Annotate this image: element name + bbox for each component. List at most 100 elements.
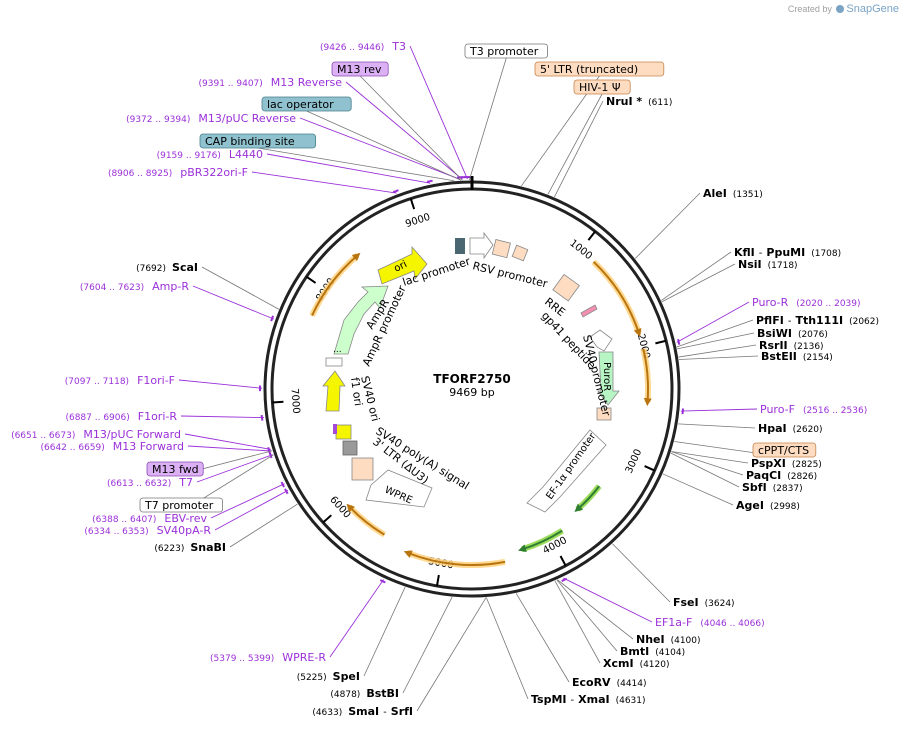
sv40pa-feature[interactable] xyxy=(342,440,358,456)
site-snabi[interactable]: (6223)SnaBI xyxy=(154,541,226,554)
feature-tag-ltr5[interactable]: 5' LTR (truncated) xyxy=(534,61,665,77)
site-bstbi[interactable]: (4878)BstBI xyxy=(330,687,399,700)
leader-line xyxy=(634,192,701,259)
site-paqci[interactable]: PaqCI(2826) xyxy=(746,469,817,482)
created-by-text: Created by xyxy=(787,4,832,14)
feature-tag-t7_promoter[interactable]: T7 promoter xyxy=(139,497,223,513)
rsv-promoter-feature[interactable] xyxy=(469,231,494,260)
primer-f1ori_r[interactable]: (6887 .. 6906)F1ori-R xyxy=(65,410,177,423)
primer-name: M13 Reverse xyxy=(271,76,342,89)
feature-tag-m13_rev_box[interactable]: M13 rev xyxy=(331,61,389,77)
site-spei[interactable]: (5225)SpeI xyxy=(297,670,360,683)
site-hpai[interactable]: HpaI(2620) xyxy=(758,422,823,435)
primer-name: Puro-F xyxy=(760,403,795,416)
feature-tag-text: CAP binding site xyxy=(205,135,295,148)
leader-line xyxy=(402,596,453,694)
site-rsrii[interactable]: RsrII(2136) xyxy=(759,339,824,352)
site-pos: (2136) xyxy=(794,342,824,352)
primer-puro_f[interactable]: Puro-F (2516 .. 2536) xyxy=(760,403,867,416)
site-bsteii[interactable]: BstEII(2154) xyxy=(761,350,833,363)
feature-arc[interactable] xyxy=(518,529,563,553)
primer-name: M13/pUC Forward xyxy=(83,428,181,441)
feature-arc[interactable] xyxy=(311,252,361,317)
site-separator: - xyxy=(383,707,387,718)
site-pspxi[interactable]: PspXI(2825) xyxy=(751,457,822,470)
primer-sv40pa_r[interactable]: (6334 .. 6353)SV40pA-R xyxy=(84,524,211,537)
ampr-feature[interactable] xyxy=(333,285,389,355)
feature-arc[interactable] xyxy=(592,261,642,337)
primer-pos: (9426 .. 9446) xyxy=(320,43,384,53)
site-scai[interactable]: (7692)ScaI xyxy=(136,261,198,274)
f1-ori-feature[interactable] xyxy=(322,370,346,412)
ltr5-feature[interactable] xyxy=(491,239,511,259)
primer-t7[interactable]: (6613 .. 6632)T7 xyxy=(107,476,193,489)
feature-arc[interactable] xyxy=(642,348,652,407)
puror-feature[interactable] xyxy=(597,351,620,406)
primer-amp_r[interactable]: (7604 .. 7623)Amp-R xyxy=(80,280,189,293)
site-sbfi[interactable]: SbfI(2837) xyxy=(742,481,803,494)
feature-tag-m13_fwd_box[interactable]: M13 fwd xyxy=(146,461,204,477)
site-alei[interactable]: AleI(1351) xyxy=(703,187,763,200)
site-ecorv[interactable]: EcoRV(4414) xyxy=(572,676,647,689)
leader-line xyxy=(257,147,455,182)
feature-tag-t3_promoter[interactable]: T3 promoter xyxy=(464,43,548,59)
wpre-feature[interactable] xyxy=(365,469,433,508)
site-tspmi[interactable]: TspMI-XmaI(4631) xyxy=(531,693,646,706)
snapgene-logo-icon xyxy=(836,5,845,13)
site-fsei[interactable]: FseI(3624) xyxy=(673,596,735,609)
primer-l4440[interactable]: (9159 .. 9176)L4440 xyxy=(157,148,263,161)
site-xcmi[interactable]: XcmI(4120) xyxy=(603,657,670,670)
site-nrui[interactable]: NruI *(611) xyxy=(606,95,672,108)
feature-tag-cppt[interactable]: cPPT/CTS xyxy=(752,442,817,458)
primer-t3[interactable]: (9426 .. 9446)T3 xyxy=(320,40,406,53)
rre-feature[interactable] xyxy=(552,273,580,302)
primer-line xyxy=(299,117,461,180)
ltr3-feature[interactable] xyxy=(351,457,374,481)
site-nhei[interactable]: NheI(4100) xyxy=(636,633,701,646)
site-agei[interactable]: AgeI(2998) xyxy=(736,499,800,512)
feature-tag-cap_site[interactable]: CAP binding site xyxy=(199,133,316,149)
site-bsiwi[interactable]: BsiWI(2076) xyxy=(757,327,828,340)
sv40-promoter-feature[interactable] xyxy=(589,329,613,352)
sv40-ori-feature[interactable] xyxy=(335,424,352,440)
primer-m13fwd_p[interactable]: (6642 .. 6659)M13 Forward xyxy=(40,440,184,453)
feature-tag-hiv_psi[interactable]: HIV-1 Ψ xyxy=(573,79,631,95)
site-name: XcmI xyxy=(603,657,634,670)
feature-tag-text: T7 promoter xyxy=(144,499,214,512)
feature-tag-text: HIV-1 Ψ xyxy=(579,81,621,94)
site-name: PflFI xyxy=(756,314,784,327)
primer-ebv_rev[interactable]: (6388 .. 6407)EBV-rev xyxy=(92,512,207,525)
gp41-feature[interactable] xyxy=(580,304,598,318)
primer-wpre_r[interactable]: (5379 .. 5399)WPRE-R xyxy=(210,651,326,664)
leader-line xyxy=(661,251,732,301)
site-smai[interactable]: (4633)SmaI-SrfI xyxy=(312,705,413,718)
feature-arc[interactable] xyxy=(403,550,506,566)
site-separator: - xyxy=(788,316,792,327)
primer-pos: (6388 .. 6407) xyxy=(92,515,156,525)
ori-feature[interactable] xyxy=(377,245,428,285)
feature-arc[interactable] xyxy=(346,503,385,536)
primer-pos: (9372 .. 9394) xyxy=(126,115,190,125)
primer-f1ori_f[interactable]: (7097 .. 7118)F1ori-F xyxy=(65,374,175,387)
primer-pos: (7604 .. 7623) xyxy=(80,283,144,293)
feature-tag-lac_operator[interactable]: lac operator xyxy=(261,96,352,112)
primer-pos: (2516 .. 2536) xyxy=(803,406,867,416)
primer-ef1a_f[interactable]: EF1a-F(4046 .. 4066) xyxy=(655,616,765,629)
leader-line xyxy=(359,75,463,181)
primer-m13puc_rev[interactable]: (9372 .. 9394)M13/pUC Reverse xyxy=(126,112,296,125)
psi-feature[interactable] xyxy=(511,244,529,262)
site-bmti[interactable]: BmtI(4104) xyxy=(620,645,685,658)
site-pflfi[interactable]: PflFI-Tth111I(2062) xyxy=(756,314,879,327)
primer-pbr322[interactable]: (8906 .. 8925)pBR322ori-F xyxy=(108,166,248,179)
ef1a-feature[interactable] xyxy=(526,429,607,513)
primer-puro_r[interactable]: Puro-R(2020 .. 2039) xyxy=(752,296,861,309)
primer-m13rev_p[interactable]: (9391 .. 9407)M13 Reverse xyxy=(199,76,343,89)
site-pos: (5225) xyxy=(297,673,327,683)
leader-line xyxy=(416,597,487,712)
site-kfli[interactable]: KflI-PpuMI(1708) xyxy=(734,246,841,259)
site-nsii[interactable]: NsiI(1718) xyxy=(738,258,798,271)
primer-m13puc_fwd[interactable]: (6651 .. 6673)M13/pUC Forward xyxy=(11,428,181,441)
feature-arc[interactable] xyxy=(574,485,600,512)
site-name: FseI xyxy=(673,596,699,609)
ampr-promoter-feature[interactable] xyxy=(325,357,343,367)
